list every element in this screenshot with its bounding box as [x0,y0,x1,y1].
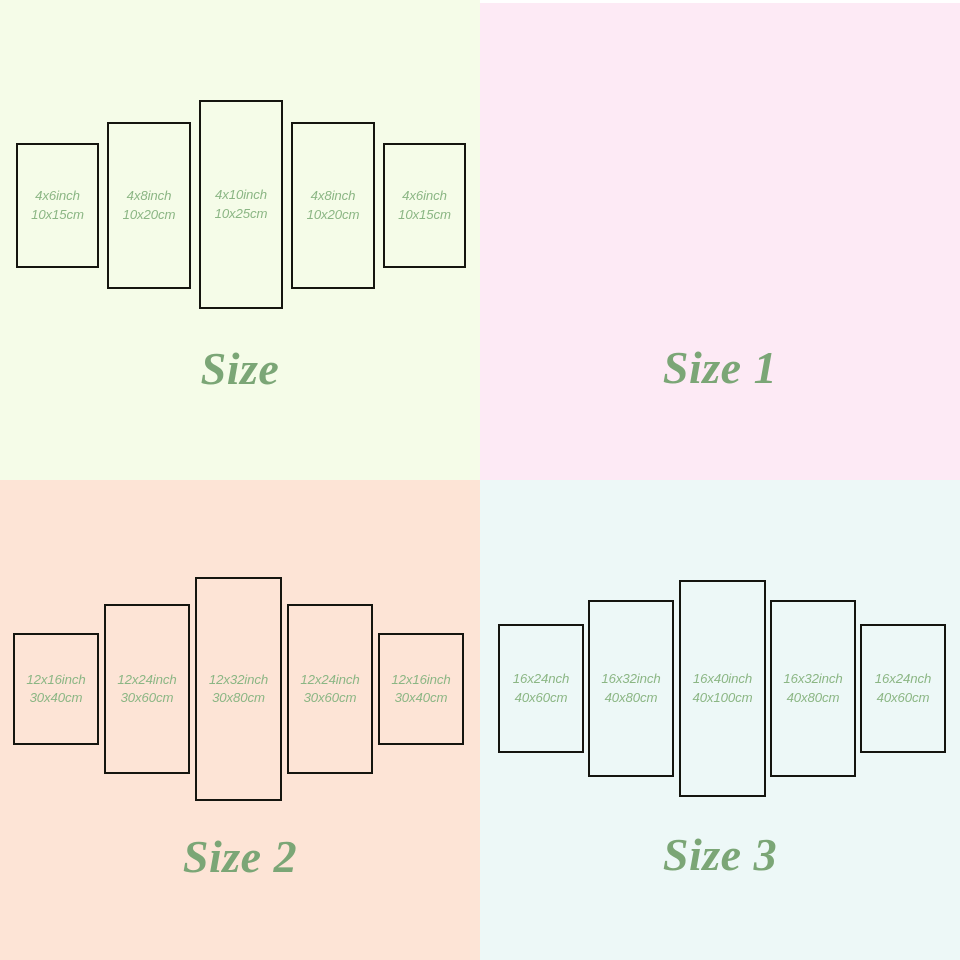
panel-size-3-frame-2[interactable]: 16x32inch 40x80cm [588,600,674,777]
panel-size-2-title: Size 2 [182,831,298,882]
panel-size-2-frame-5[interactable]: 12x16inch 30x40cm [378,633,464,745]
size-inch: 16x32inch [601,671,661,687]
frame-size-label: 16x32inch 40x80cm [783,670,842,706]
size-cm: 40x80cm [604,689,658,705]
size-inch: 16x32inch [783,671,843,687]
size-cm: 10x15cm [31,206,84,222]
frame-size-label: 16x24nch 40x60cm [512,670,570,706]
panel-size-1: 8x14nch20x35cm8x18inch20x45cm8x22inch20x… [480,0,960,480]
frame-size-label: 16x40inch 40x100cm [692,670,752,706]
panel-size-frame-1[interactable]: 4x6inch 10x15cm [16,143,99,268]
frame-group: 12x16inch 30x40cm 12x24inch 30x60cm 12x32inc… [0,480,480,960]
frame-size-label: 4x6inch 10x15cm [398,187,451,223]
frame-size-label: 4x8inch 10x20cm [307,187,360,223]
size-inch: 12x16inch [26,671,86,687]
size-inch: 4x8inch [126,188,172,204]
frame-size-label: 16x24nch 40x60cm [874,670,932,706]
panel-size-frame-2[interactable]: 4x8inch 10x20cm [107,122,191,289]
size-inch: 12x32inch [208,671,269,687]
size-inch: 4x6inch [35,188,80,204]
size-cm: 10x20cm [306,206,360,222]
frame-group: 4x6inch 10x15cm 4x8inch 10x20cm 4x10inch 10x2… [0,0,480,480]
panel-size-2-frame-1[interactable]: 12x16inch 30x40cm [13,633,99,745]
panel-size-3-frame-5[interactable]: 16x24nch 40x60cm [860,624,946,753]
panel-size-frame-5[interactable]: 4x6inch 10x15cm [383,143,466,268]
frame-group: 16x24nch 40x60cm 16x32inch 40x80cm 16x40inch… [480,480,960,960]
size-cm: 30x40cm [29,690,83,705]
panel-size-2-frame-3[interactable]: 12x32inch 30x80cm [195,577,282,801]
size-inch: 4x6inch [402,188,447,204]
size-inch: 12x24inch [117,671,177,687]
size-inch: 16x40inch [692,671,753,687]
panel-size: 4x6inch 10x15cm 4x8inch 10x20cm 4x10inch 10x2… [0,0,480,480]
panel-size-1-title: Size 1 [662,342,778,393]
panel-size-title: Size [200,343,280,394]
size-inch: 12x16inch [391,671,451,687]
frame-size-label: 16x32inch 40x80cm [601,670,660,706]
panel-size-3-frame-4[interactable]: 16x32inch 40x80cm [770,600,856,777]
size-cm: 40x60cm [876,689,930,705]
size-cm: 30x80cm [212,690,265,705]
frame-size-label: 12x16inch 30x40cm [26,671,85,707]
panel-size-2: 12x16inch 30x40cm 12x24inch 30x60cm 12x32inc… [0,480,480,960]
size-cm: 30x60cm [120,690,174,705]
size-cm: 40x100cm [692,689,753,705]
size-inch: 12x24inch [300,671,360,687]
size-inch: 4x8inch [310,188,356,204]
panel-size-3: 16x24nch 40x60cm 16x32inch 40x80cm 16x40inch… [480,480,960,960]
size-inch: 4x10inch [215,187,267,203]
panel-size-3-title: Size 3 [662,829,778,880]
size-cm: 30x60cm [303,690,357,705]
size-inch: 16x24nch [874,671,932,687]
panel-size-frame-3[interactable]: 4x10inch 10x25cm [199,100,283,309]
size-cm: 10x20cm [122,206,176,222]
frame-size-label: 12x32inch 30x80cm [209,671,268,707]
size-cm: 30x40cm [394,690,448,705]
frame-size-label: 12x24inch 30x60cm [300,671,359,707]
frame-size-label: 12x24inch 30x60cm [117,671,176,707]
panel-size-3-frame-3[interactable]: 16x40inch 40x100cm [679,580,766,797]
size-cm: 10x25cm [214,205,268,221]
size-inch: 16x24nch [512,671,570,687]
panel-size-2-frame-4[interactable]: 12x24inch 30x60cm [287,604,373,774]
frame-size-label: 4x10inch 10x25cm [215,186,268,222]
panel-size-3-frame-1[interactable]: 16x24nch 40x60cm [498,624,584,753]
frame-size-label: 4x6inch 10x15cm [31,187,84,223]
frame-group: 8x14nch20x35cm8x18inch20x45cm8x22inch20x… [480,0,960,480]
panel-size-frame-4[interactable]: 4x8inch 10x20cm [291,122,375,289]
panel-size-2-frame-2[interactable]: 12x24inch 30x60cm [104,604,190,774]
size-cm: 40x80cm [786,689,840,705]
frame-size-label: 12x16inch 30x40cm [391,671,450,707]
frame-size-label: 4x8inch 10x20cm [123,187,176,223]
size-cm: 40x60cm [514,689,568,705]
size-cm: 10x15cm [398,206,451,222]
